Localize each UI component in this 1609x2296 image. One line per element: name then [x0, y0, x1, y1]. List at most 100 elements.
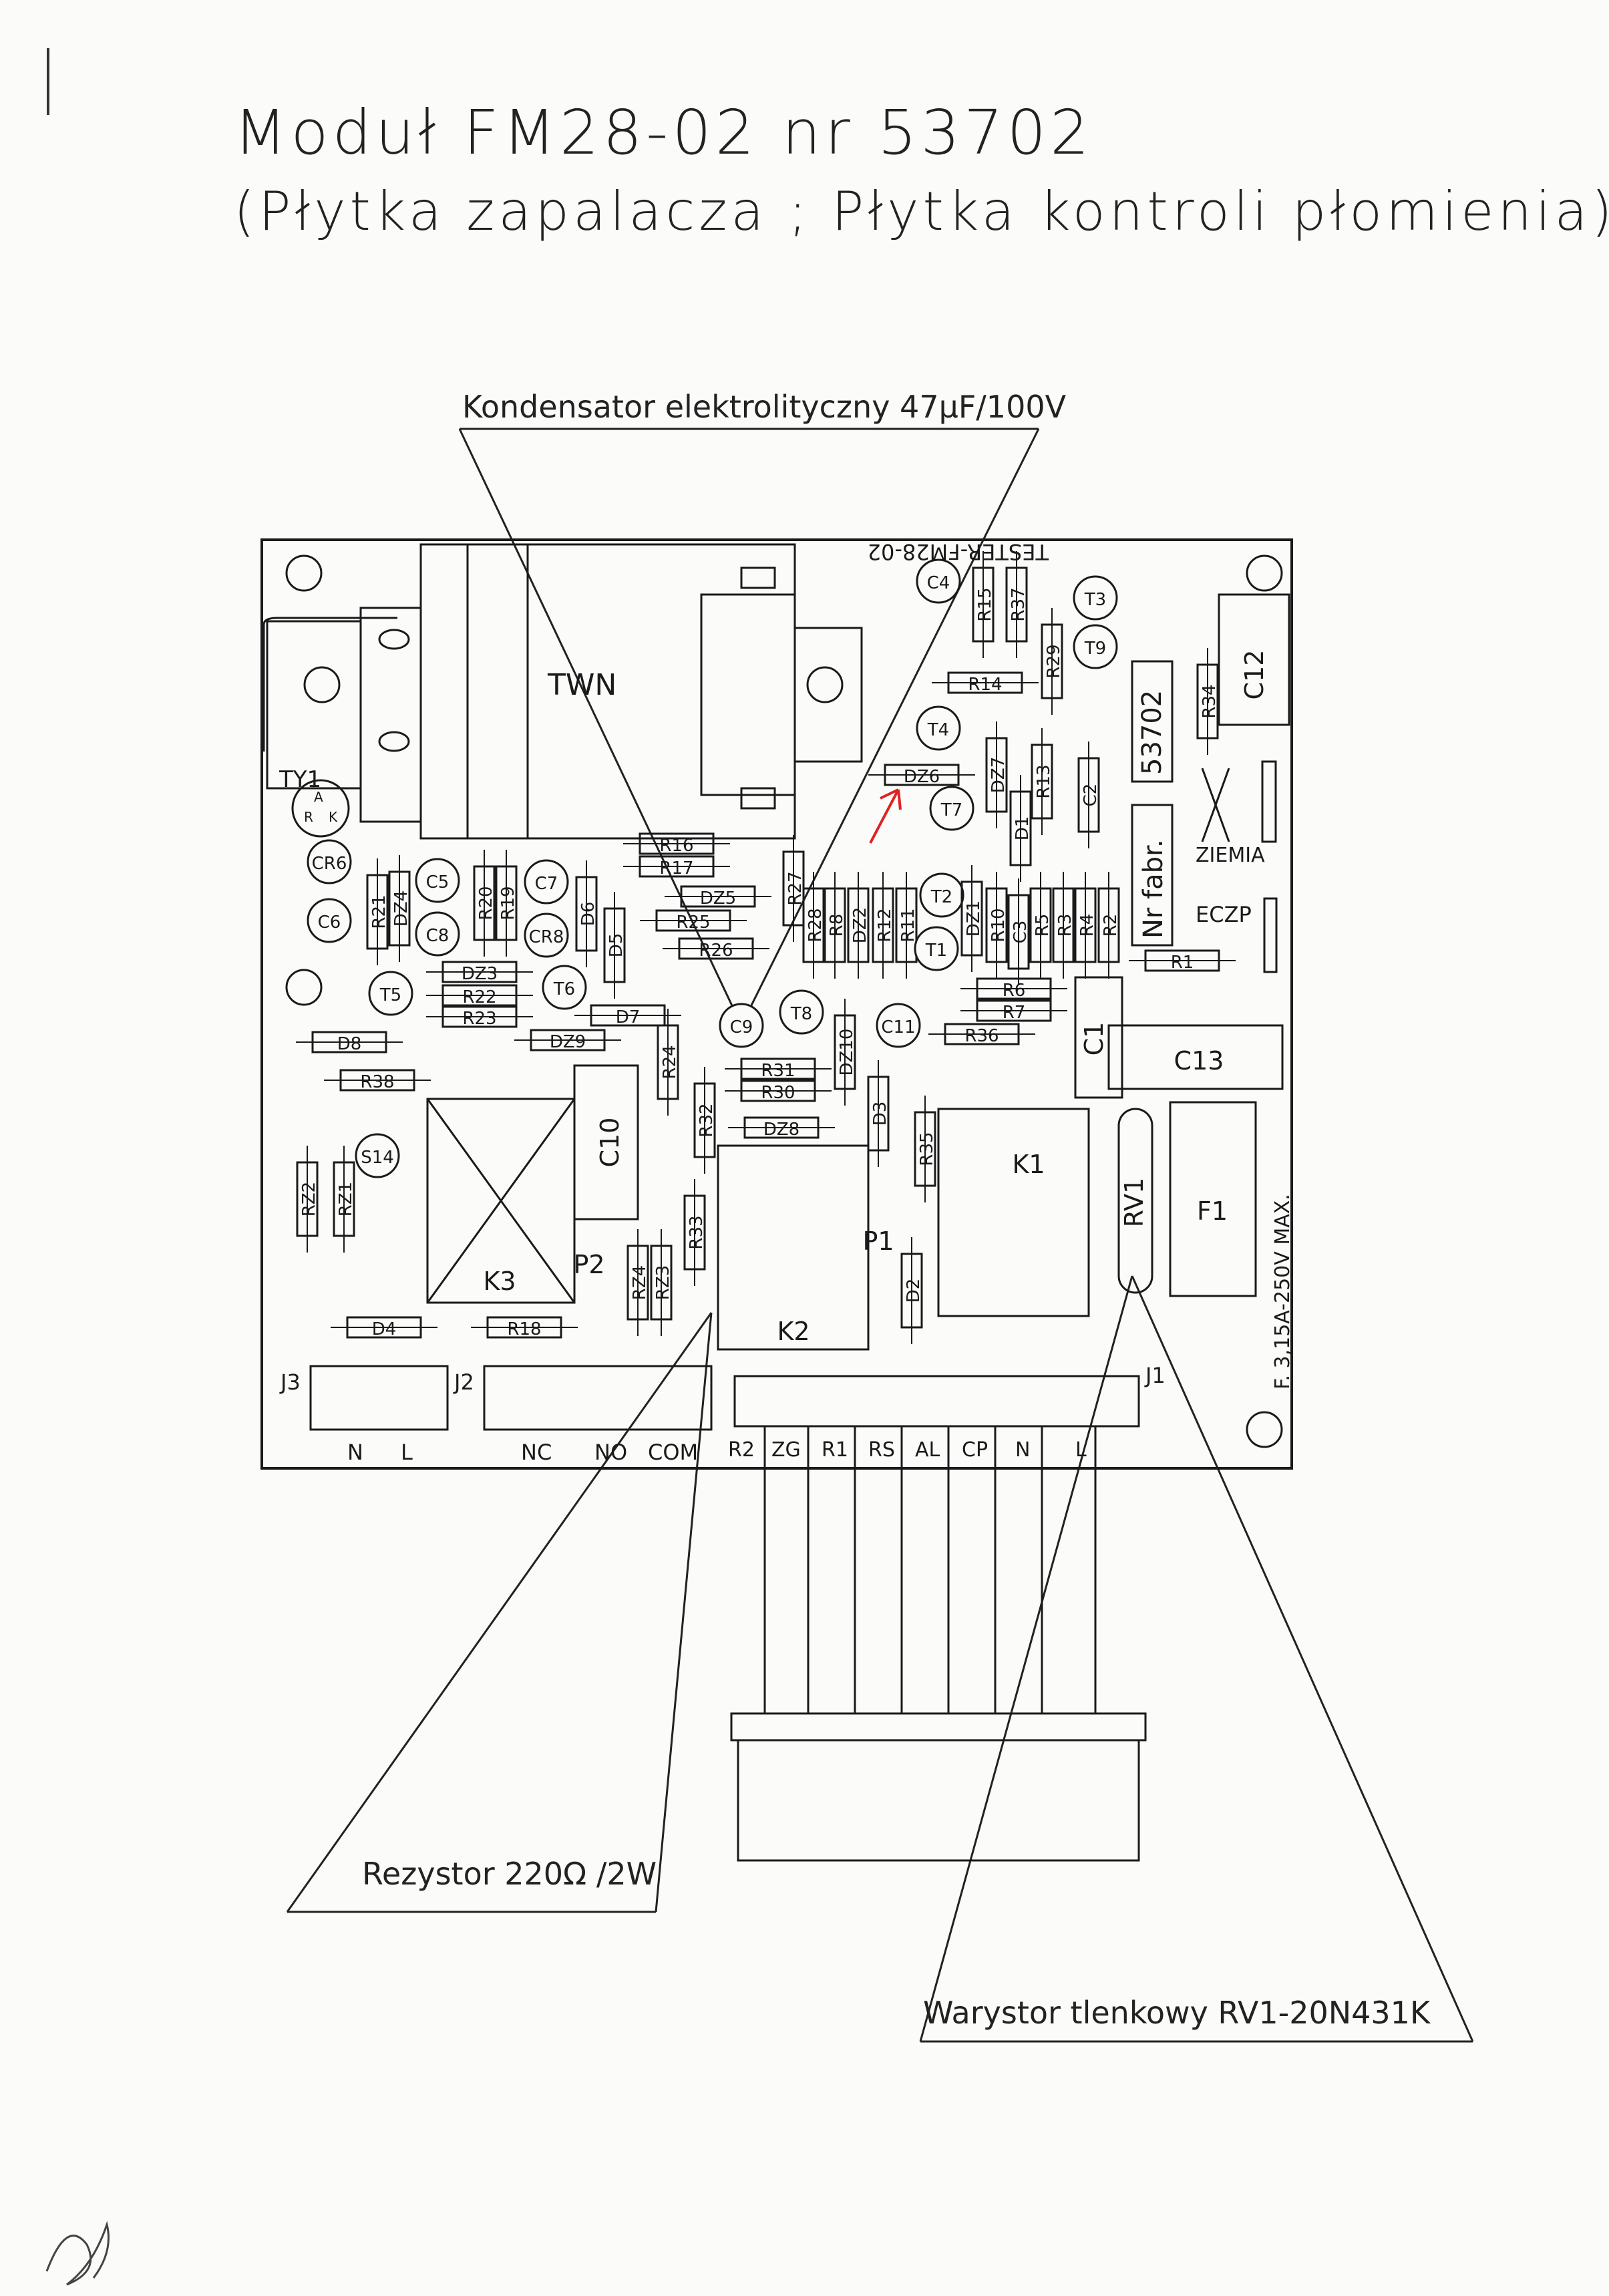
- component-body: [441, 961, 518, 983]
- component-body: [627, 1245, 649, 1321]
- component-t8: T8: [779, 989, 824, 1035]
- component-body: [740, 1080, 816, 1102]
- component-t6: T6: [542, 965, 587, 1010]
- component-label: R35: [917, 1132, 937, 1166]
- component-body: [976, 977, 1052, 1000]
- component-dz2: DZ2: [847, 872, 870, 979]
- component-label: C3: [1011, 921, 1031, 944]
- component-c8: C8: [415, 911, 460, 957]
- component-label: P2: [573, 1250, 604, 1279]
- component-label: T6: [553, 979, 575, 999]
- component-body: [339, 1069, 415, 1092]
- component-label: R30: [761, 1083, 795, 1103]
- component-p1: P1: [862, 1226, 894, 1256]
- component-body: [743, 1116, 820, 1139]
- component-body: [876, 1003, 921, 1048]
- component-r33: R33: [683, 1179, 707, 1286]
- component-body: [1196, 663, 1219, 740]
- connector-j1-pin-l: L: [1075, 1438, 1087, 1462]
- connector-j1-pin-n: N: [1015, 1438, 1030, 1462]
- component-label: CR8: [529, 927, 564, 947]
- component-body: [824, 887, 846, 963]
- component-label: R16: [659, 836, 693, 856]
- component-body: [307, 898, 352, 943]
- component-label: R6: [1003, 981, 1026, 1001]
- component-body: [524, 913, 569, 958]
- component-d4: D4: [331, 1316, 437, 1339]
- component-r3: R3: [1052, 872, 1075, 979]
- component-r13: R13: [1031, 728, 1054, 835]
- component-label: D6: [578, 902, 598, 927]
- component-c9: C9: [719, 1003, 764, 1048]
- connector-j1-label: J1: [1144, 1363, 1166, 1388]
- component-body: [1073, 575, 1118, 621]
- component-dz3: DZ3: [426, 961, 533, 984]
- connector-j3-label: J3: [279, 1369, 301, 1395]
- component-label: D1: [1013, 816, 1033, 841]
- component-label: R8: [827, 914, 847, 937]
- component-r2: R2: [1097, 872, 1121, 979]
- pen-scribble: [45, 2221, 110, 2286]
- component-body: [1144, 949, 1220, 972]
- component-t3: T3: [1073, 575, 1118, 621]
- component-r10: R10: [985, 872, 1009, 979]
- component-label: R5: [1033, 914, 1053, 937]
- component-r21: R21: [366, 858, 389, 965]
- component-k3: K3: [483, 1267, 516, 1296]
- component-label: R32: [697, 1103, 717, 1137]
- component-body: [929, 786, 974, 831]
- tester-label: TESTER-FM28-02: [868, 539, 1049, 564]
- component-c2: C2: [1077, 742, 1101, 848]
- component-label: C9: [730, 1017, 753, 1037]
- component-rz2: RZ2: [296, 1146, 319, 1253]
- component-body: [542, 965, 587, 1010]
- callout-varistor-label: Warystor tlenkowy RV1-20N431K: [923, 1995, 1431, 2031]
- connector-j2-pin-com: COM: [648, 1440, 698, 1465]
- component-label: R25: [676, 913, 710, 933]
- component-cr8: CR8: [524, 913, 569, 958]
- component-label: R26: [699, 941, 733, 961]
- component-body: [473, 865, 496, 941]
- component-body: [972, 566, 995, 643]
- component-label: T9: [1084, 639, 1106, 659]
- component-f1: F1: [1197, 1196, 1228, 1226]
- component-body: [914, 926, 959, 971]
- component-label: DZ7: [989, 757, 1009, 793]
- component-body: [719, 1003, 764, 1048]
- component-body: [368, 971, 413, 1016]
- component-label: R19: [498, 886, 518, 920]
- component-body: [985, 887, 1008, 963]
- fuse-rating: F. 3,15A-250V MAX.: [1271, 1194, 1294, 1389]
- component-body: [947, 671, 1023, 694]
- component-label: D2: [904, 1279, 924, 1303]
- component-body: [900, 1253, 923, 1329]
- component-body: [530, 1029, 606, 1051]
- component-body: [976, 999, 1052, 1022]
- component-t5: T5: [368, 971, 413, 1016]
- component-label: C12: [1240, 650, 1269, 700]
- thyristor-pin-a: A: [314, 789, 323, 805]
- component-body: [1029, 887, 1052, 963]
- component-body: [680, 885, 756, 908]
- component-body: [1041, 623, 1063, 699]
- component-body: [650, 1245, 673, 1321]
- component-body: [366, 874, 389, 950]
- component-r11: R11: [895, 872, 918, 979]
- component-label: R3: [1055, 914, 1075, 937]
- connector-j1-pin-r1: R1: [822, 1438, 848, 1462]
- component-label: RZ1: [336, 1182, 356, 1216]
- component-label: K1: [1012, 1150, 1045, 1179]
- ground-connection: [1201, 760, 1277, 843]
- component-d3: D3: [867, 1060, 890, 1167]
- component-r31: R31: [725, 1057, 832, 1081]
- component-label: K3: [483, 1267, 516, 1296]
- connector-blocks: [309, 1365, 1147, 1862]
- component-body: [834, 1014, 856, 1090]
- component-rz4: RZ4: [627, 1229, 650, 1336]
- component-label: R27: [785, 871, 806, 905]
- component-label: DZ6: [904, 767, 940, 787]
- component-label: T3: [1084, 590, 1106, 610]
- component-label: C7: [535, 874, 558, 894]
- component-t2: T2: [919, 872, 964, 918]
- component-body: [524, 859, 569, 905]
